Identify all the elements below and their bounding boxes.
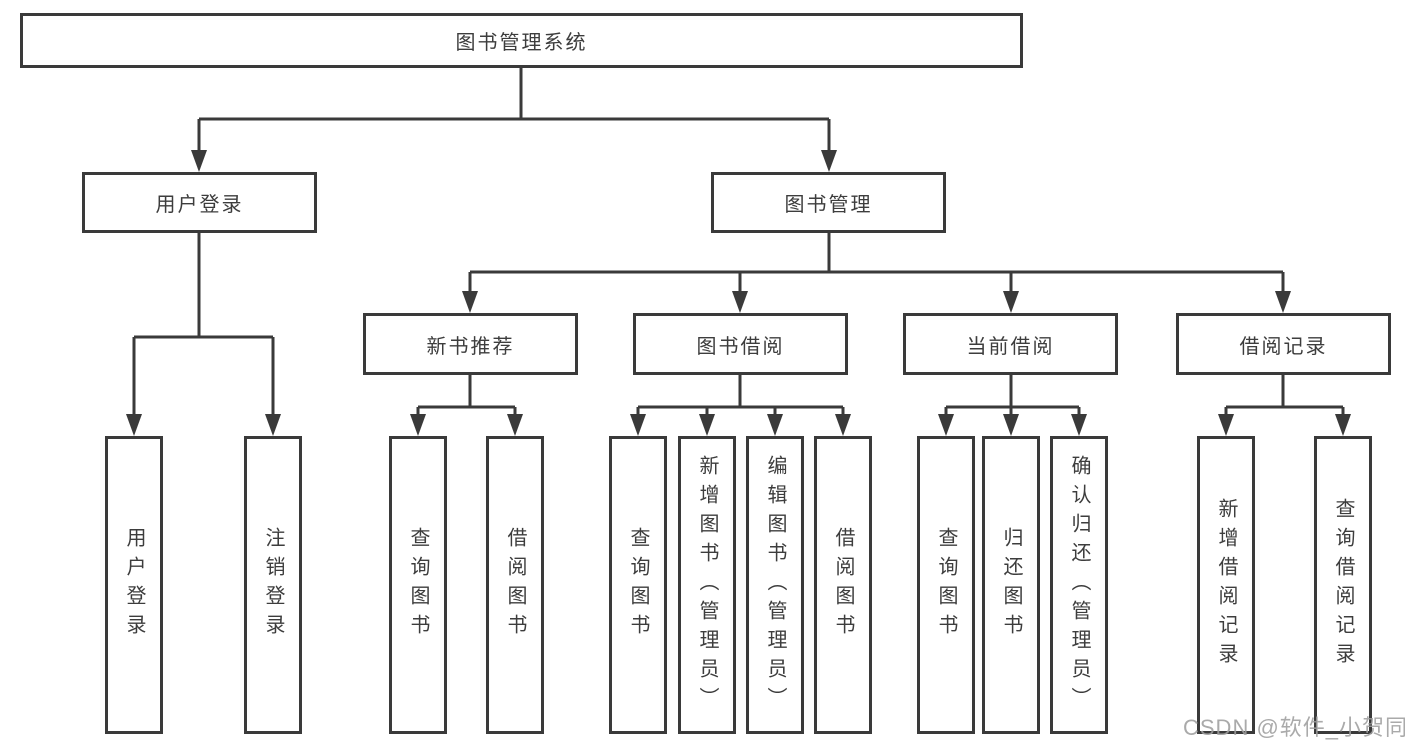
leaf-query-borrow-record: 查询借阅记录 bbox=[1314, 436, 1372, 734]
leaf-query-books-current: 查询图书 bbox=[917, 436, 975, 734]
node-user-login-label: 用户登录 bbox=[155, 194, 244, 216]
leaf-add-books-admin: 新增图书（管理员） bbox=[678, 436, 736, 734]
leaf-user-login: 用户登录 bbox=[105, 436, 163, 734]
arrow-down-icon bbox=[1071, 414, 1087, 436]
arrow-down-icon bbox=[191, 150, 207, 172]
arrow-down-icon bbox=[1003, 291, 1019, 313]
arrow-down-icon bbox=[126, 414, 142, 436]
node-book-borrow: 图书借阅 bbox=[633, 313, 848, 375]
node-new-book-recommend-label: 新书推荐 bbox=[426, 335, 515, 358]
node-new-book-recommend: 新书推荐 bbox=[363, 313, 578, 375]
arrow-down-icon bbox=[732, 291, 748, 313]
node-book-management-label: 图书管理 bbox=[784, 194, 873, 216]
node-book-management: 图书管理 bbox=[711, 172, 946, 233]
arrow-down-icon bbox=[630, 414, 646, 436]
node-user-login: 用户登录 bbox=[82, 172, 317, 233]
arrow-down-icon bbox=[410, 414, 426, 436]
node-root: 图书管理系统 bbox=[20, 13, 1023, 68]
node-book-borrow-label: 图书借阅 bbox=[696, 335, 785, 358]
watermark: CSDN @软件_小贺同学 bbox=[1183, 715, 1405, 740]
arrowheads bbox=[126, 150, 1351, 436]
arrow-down-icon bbox=[507, 414, 523, 436]
leaf-return-books: 归还图书 bbox=[982, 436, 1040, 734]
node-root-label: 图书管理系统 bbox=[455, 32, 588, 54]
arrow-down-icon bbox=[1335, 414, 1351, 436]
node-current-borrow: 当前借阅 bbox=[903, 313, 1118, 375]
node-borrow-records: 借阅记录 bbox=[1176, 313, 1391, 375]
leaf-logout: 注销登录 bbox=[244, 436, 302, 734]
arrow-down-icon bbox=[767, 414, 783, 436]
arrow-down-icon bbox=[462, 291, 478, 313]
leaf-borrow-books-recommend: 借阅图书 bbox=[486, 436, 544, 734]
arrow-down-icon bbox=[265, 414, 281, 436]
arrow-down-icon bbox=[938, 414, 954, 436]
arrow-down-icon bbox=[1275, 291, 1291, 313]
arrow-down-icon bbox=[699, 414, 715, 436]
leaf-add-borrow-record: 新增借阅记录 bbox=[1197, 436, 1255, 734]
leaf-confirm-return-admin: 确认归还（管理员） bbox=[1050, 436, 1108, 734]
arrow-down-icon bbox=[1003, 414, 1019, 436]
arrow-down-icon bbox=[821, 150, 837, 172]
leaf-borrow-books: 借阅图书 bbox=[814, 436, 872, 734]
arrow-down-icon bbox=[1218, 414, 1234, 436]
leaf-edit-books-admin: 编辑图书（管理员） bbox=[746, 436, 804, 734]
arrow-down-icon bbox=[835, 414, 851, 436]
leaf-query-books-borrow: 查询图书 bbox=[609, 436, 667, 734]
node-current-borrow-label: 当前借阅 bbox=[966, 335, 1055, 358]
leaf-query-books-recommend: 查询图书 bbox=[389, 436, 447, 734]
node-borrow-records-label: 借阅记录 bbox=[1239, 335, 1328, 358]
